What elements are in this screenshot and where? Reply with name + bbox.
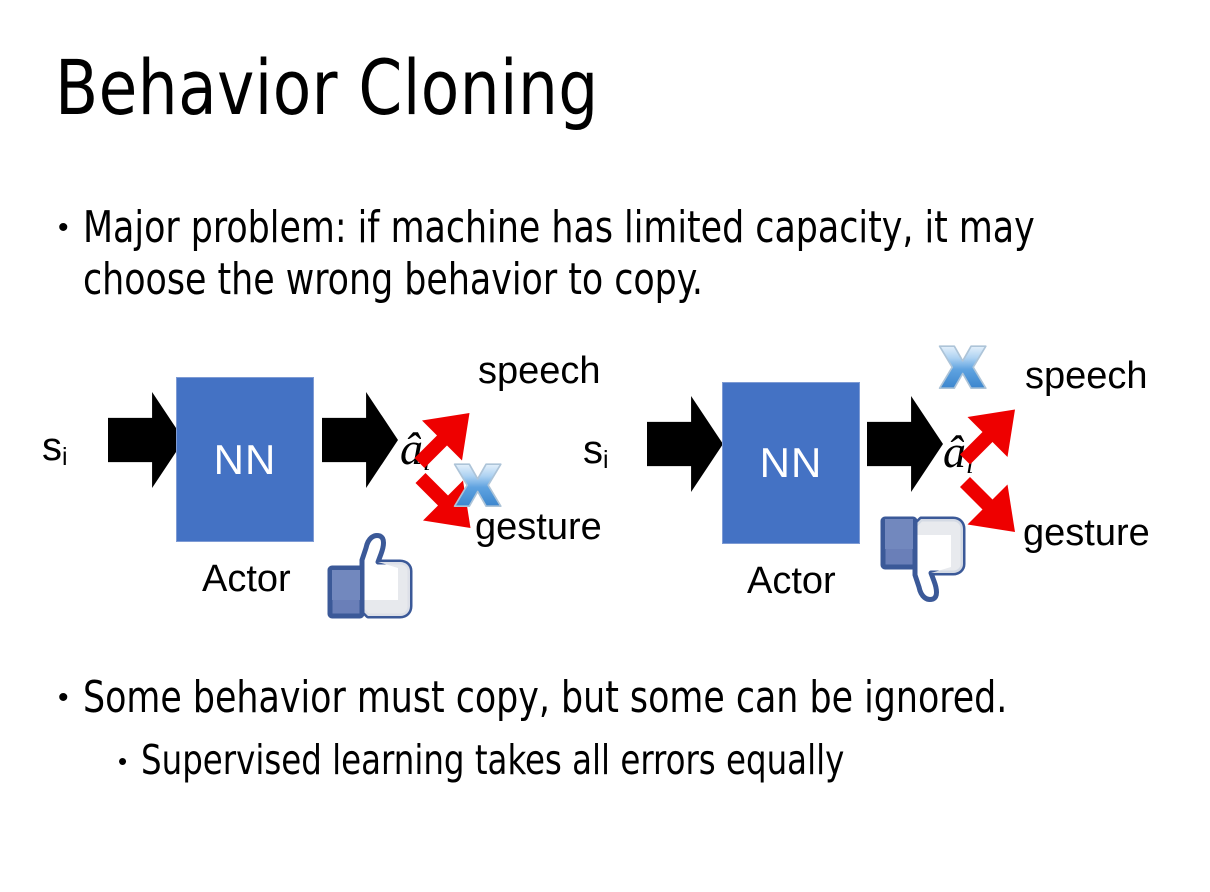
action-subscript: i (966, 448, 974, 480)
modality-label-gesture-left: gesture (475, 506, 602, 548)
action-subscript: i (423, 445, 431, 477)
action-symbol: â (943, 426, 966, 477)
cross-out-icon-speech-right (938, 345, 987, 390)
page-title: Behavior Cloning (55, 43, 599, 132)
double-arrow-gesture-left (415, 473, 471, 528)
nn-box-left: NN (176, 377, 314, 542)
nn-box-label: NN (759, 439, 823, 486)
bullet-item-3: • Supervised learning takes all errors e… (118, 735, 1178, 787)
state-subscript: i (603, 446, 609, 474)
state-label-left: si (42, 425, 68, 472)
bullet-marker-icon: • (58, 211, 69, 244)
output-arrow-icon-left (322, 392, 398, 488)
input-arrow-icon-right (647, 396, 723, 492)
action-symbol: â (400, 423, 423, 474)
state-subscript: i (62, 443, 68, 471)
nn-box-right: NN (722, 382, 860, 544)
modality-label-speech-left: speech (478, 350, 601, 392)
bullet-item-2: • Some behavior must copy, but some can … (58, 672, 1178, 724)
bullet-text-3: Supervised learning takes all errors equ… (141, 736, 845, 784)
thumbs-down-icon (880, 516, 966, 602)
modality-label-gesture-right: gesture (1023, 512, 1150, 554)
cross-out-icon-gesture-left (453, 463, 502, 508)
input-arrow-icon-left (108, 392, 184, 488)
actor-caption-left: Actor (202, 558, 291, 600)
nn-box-label: NN (213, 435, 277, 483)
bullet-item-1: • Major problem: if machine has limited … (58, 202, 1178, 306)
actor-caption-right: Actor (747, 560, 836, 602)
bullet-marker-icon: • (58, 681, 69, 714)
modality-label-speech-right: speech (1025, 355, 1148, 397)
bullet-text-2: Some behavior must copy, but some can be… (82, 672, 1007, 723)
state-symbol: s (583, 428, 603, 472)
bullet-text-1: Major problem: if machine has limited ca… (82, 202, 1035, 305)
output-arrow-icon-right (867, 396, 943, 492)
bullet-marker-icon: • (118, 746, 128, 776)
state-label-right: si (583, 428, 609, 475)
state-symbol: s (42, 425, 62, 469)
action-label-left: âi (400, 422, 431, 477)
action-label-right: âi (943, 425, 974, 480)
diagram-right: si NN âi Actor speech gesture (575, 330, 1175, 630)
thumbs-up-icon (327, 533, 413, 619)
diagram-left: si NN âi Actor speech gesture (30, 330, 610, 630)
